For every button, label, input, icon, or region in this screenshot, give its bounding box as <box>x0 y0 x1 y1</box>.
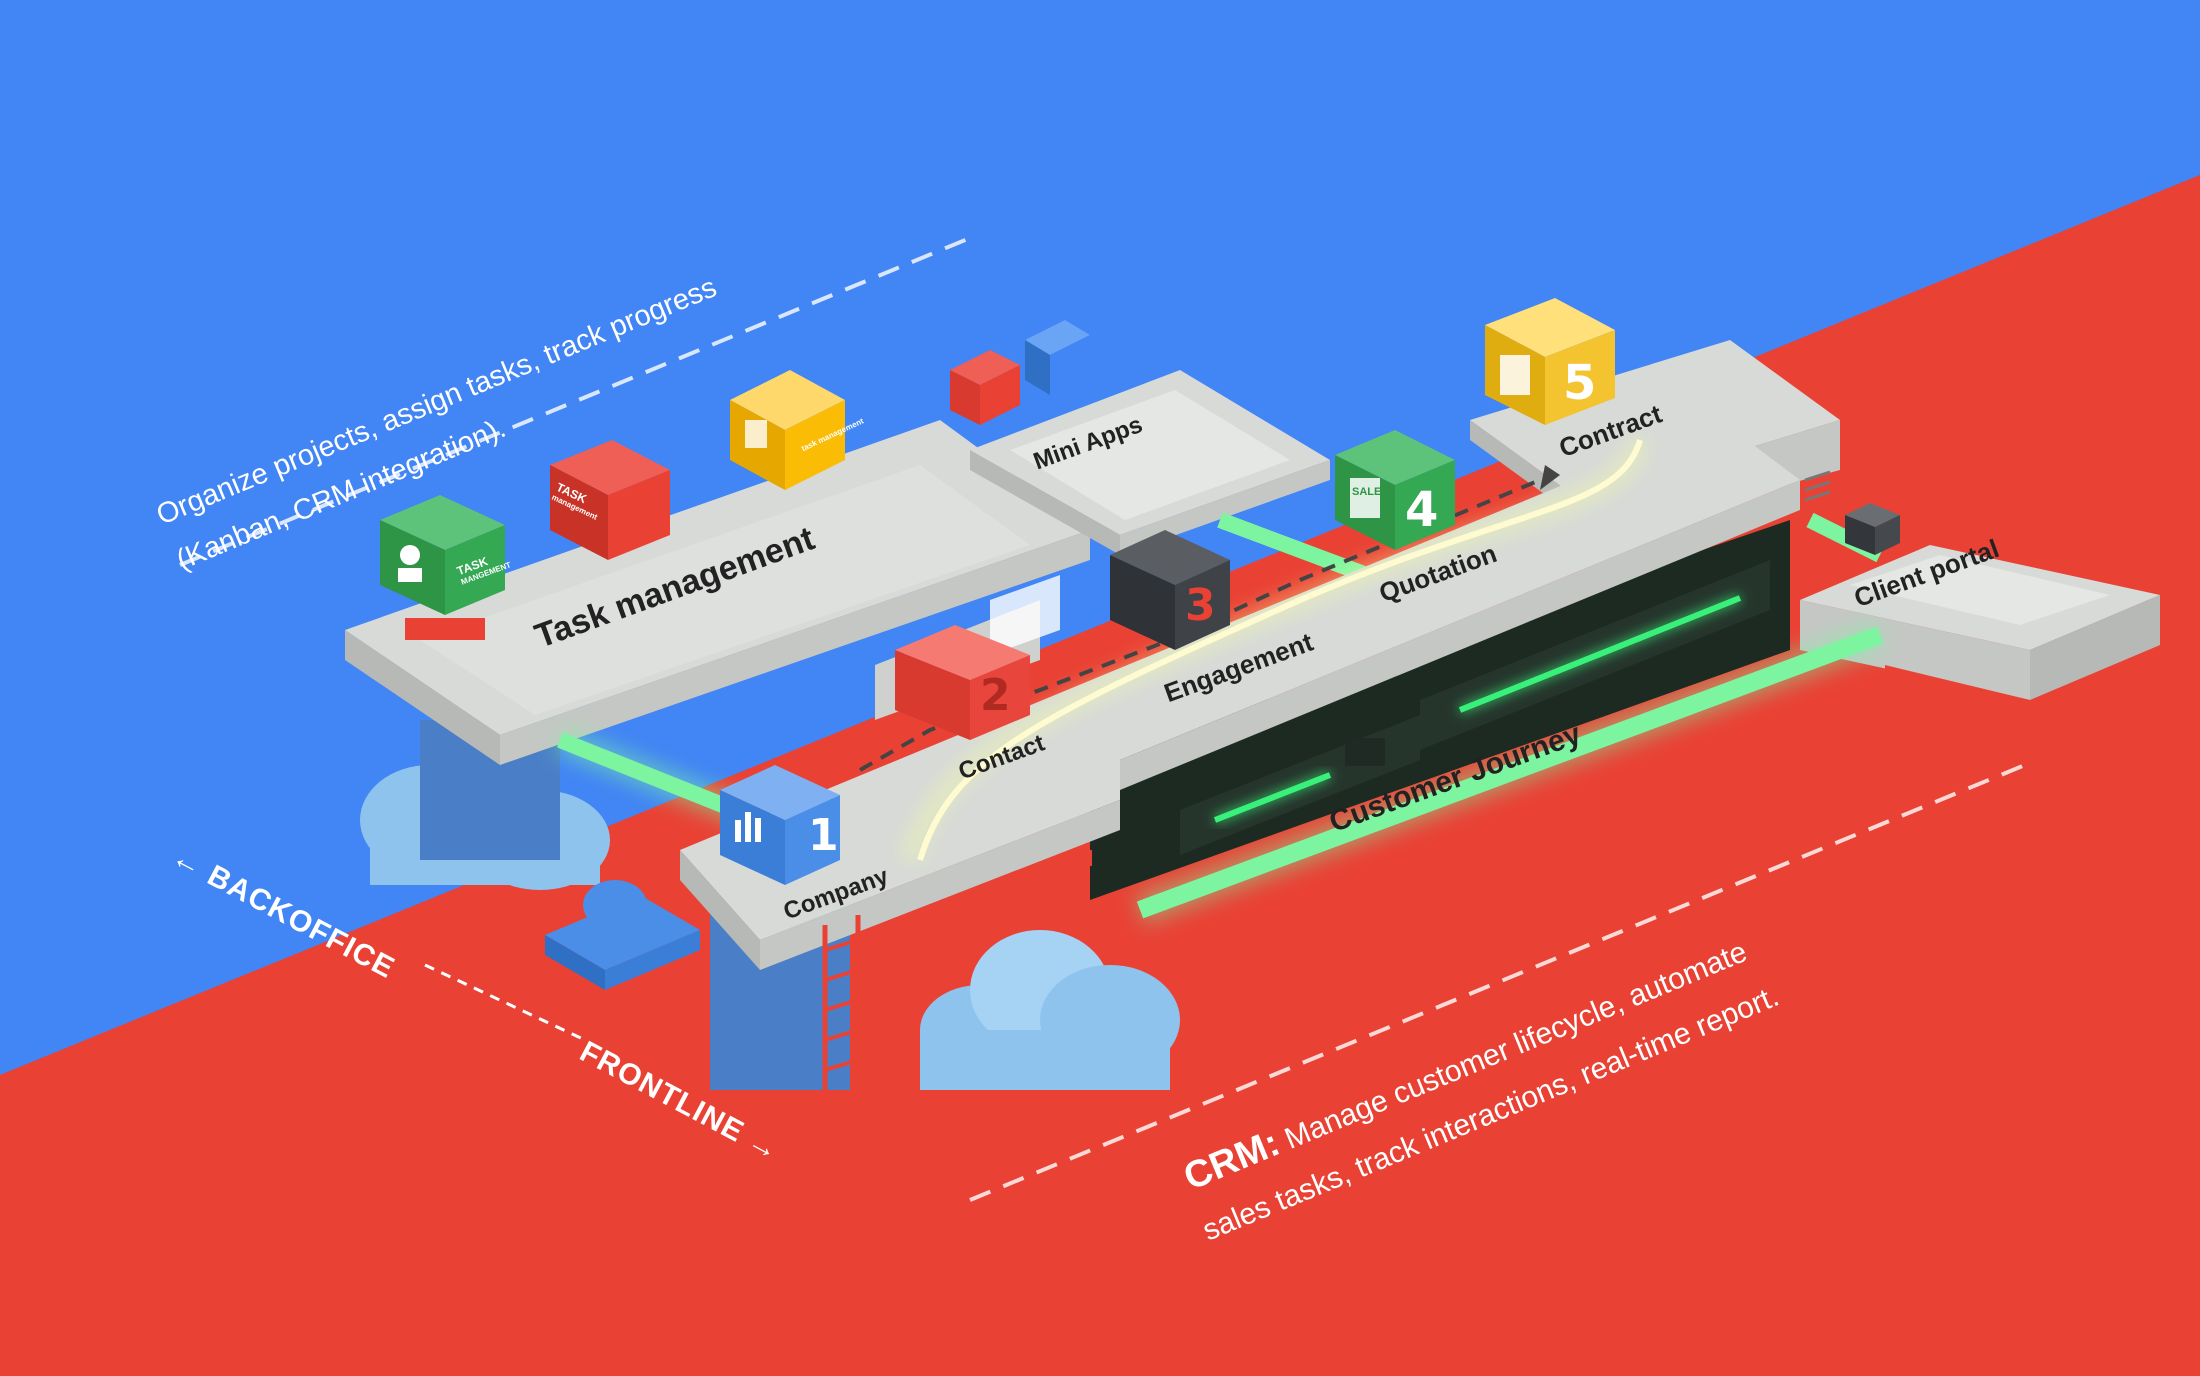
frontline-dashed-line <box>969 763 2026 1202</box>
journey-number-5: 5 <box>1563 355 1597 411</box>
journey-cube-2 <box>895 625 1030 740</box>
cloud-icon <box>920 930 1180 1090</box>
mini-apps-platform <box>970 370 1330 555</box>
task-management-platform <box>345 420 1090 860</box>
server-rack <box>1180 560 1770 855</box>
ladder-icon <box>822 915 861 1090</box>
journey-number-4: 4 <box>1405 482 1439 538</box>
client-portal-cube <box>1845 503 1900 555</box>
client-portal-platform <box>1800 545 2160 720</box>
journey-cube-1 <box>720 765 840 885</box>
task-yellow-cube <box>730 370 845 490</box>
journey-number-1: 1 <box>808 810 839 861</box>
journey-number-2: 2 <box>980 670 1011 721</box>
crm-platform <box>680 420 1800 1090</box>
small-cloud-block <box>545 880 700 990</box>
journey-cube-4 <box>1335 430 1455 550</box>
journey-cube-3 <box>1110 530 1230 650</box>
sale-label: SALE <box>1352 486 1382 498</box>
mini-apps-cubes <box>950 320 1090 425</box>
task-green-cube <box>380 495 505 615</box>
task-red-cube <box>550 440 670 560</box>
divider-dashed-line <box>424 963 586 1042</box>
journey-cube-5 <box>1485 298 1615 425</box>
journey-number-3: 3 <box>1185 580 1216 631</box>
